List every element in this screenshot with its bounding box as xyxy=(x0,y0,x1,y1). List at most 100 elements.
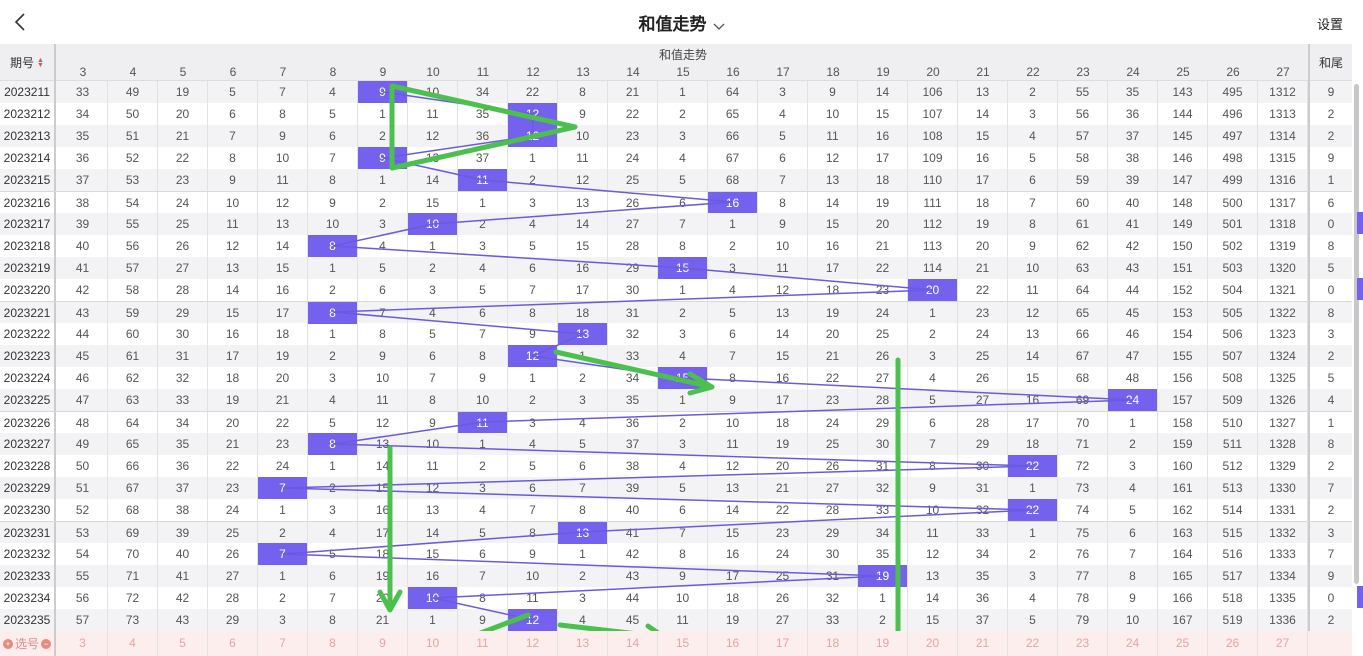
pick-number[interactable]: 6 xyxy=(208,631,258,656)
pick-number[interactable]: 26 xyxy=(1208,631,1258,656)
pick-number[interactable]: 13 xyxy=(558,631,608,656)
omission-cell: 76 xyxy=(1058,543,1108,565)
omission-cell: 166 xyxy=(1158,587,1208,609)
column-header: 4 xyxy=(129,65,137,79)
pick-number[interactable]: 3 xyxy=(58,631,108,656)
pick-number[interactable]: 25 xyxy=(1158,631,1208,656)
omission-cell: 25 xyxy=(208,522,258,544)
omission-cell: 69 xyxy=(108,522,158,544)
hit-cell: 24 xyxy=(1108,389,1158,411)
omission-cell: 27 xyxy=(858,367,908,389)
issue-header[interactable]: 期号▲▼ xyxy=(0,44,56,81)
omission-cell: 1319 xyxy=(1258,235,1308,257)
omission-cell: 58 xyxy=(1058,147,1108,169)
omission-cell: 67 xyxy=(108,477,158,499)
omission-cell: 77 xyxy=(1058,565,1108,587)
omission-cell: 1 xyxy=(458,433,508,455)
omission-cell: 42 xyxy=(158,587,208,609)
omission-cell: 4 xyxy=(358,235,408,257)
pick-number[interactable]: 9 xyxy=(358,631,408,656)
pick-number[interactable]: 8 xyxy=(308,631,358,656)
omission-cell: 7 xyxy=(658,522,708,544)
omission-cell: 5 xyxy=(358,257,408,279)
omission-cell: 63 xyxy=(1058,257,1108,279)
issue-cell: 2023215 xyxy=(0,169,56,191)
omission-cell: 14 xyxy=(358,455,408,477)
omission-cell: 20 xyxy=(808,323,858,345)
omission-cell: 64 xyxy=(108,412,158,434)
omission-cell: 6 xyxy=(358,279,408,301)
pick-number[interactable]: 16 xyxy=(708,631,758,656)
pick-number[interactable]: 17 xyxy=(758,631,808,656)
omission-cell: 2 xyxy=(1108,433,1158,455)
omission-cell: 3 xyxy=(408,279,458,301)
omission-cell: 1 xyxy=(258,499,308,521)
omission-cell: 59 xyxy=(108,302,158,324)
pick-number[interactable]: 12 xyxy=(508,631,558,656)
pick-number[interactable]: 4 xyxy=(108,631,158,656)
omission-cell: 497 xyxy=(1208,125,1258,147)
omission-cell: 20 xyxy=(208,412,258,434)
column-header: 6 xyxy=(229,65,237,79)
pick-number[interactable]: 11 xyxy=(458,631,508,656)
omission-cell: 1326 xyxy=(1258,389,1308,411)
omission-cell: 15 xyxy=(958,125,1008,147)
omission-cell: 5 xyxy=(658,477,708,499)
omission-cell: 37 xyxy=(458,147,508,169)
omission-cell: 502 xyxy=(1208,235,1258,257)
pick-number[interactable]: 24 xyxy=(1108,631,1158,656)
scrollbar[interactable] xyxy=(1354,84,1359,584)
omission-cell: 13 xyxy=(708,477,758,499)
pick-number[interactable]: 27 xyxy=(1258,631,1308,656)
plus-icon[interactable]: + xyxy=(2,638,13,649)
pick-number[interactable]: 18 xyxy=(808,631,858,656)
omission-cell: 27 xyxy=(958,389,1008,411)
omission-cell: 7 xyxy=(908,433,958,455)
back-button[interactable] xyxy=(8,8,34,36)
omission-cell: 106 xyxy=(908,81,958,103)
issue-cell: 2023214 xyxy=(0,147,56,169)
pick-number[interactable]: 21 xyxy=(958,631,1008,656)
pick-number[interactable]: 20 xyxy=(908,631,958,656)
pick-number[interactable]: 14 xyxy=(608,631,658,656)
omission-cell: 4 xyxy=(508,213,558,235)
omission-cell: 3 xyxy=(1008,565,1058,587)
omission-cell: 3 xyxy=(508,412,558,434)
pick-number[interactable]: 7 xyxy=(258,631,308,656)
omission-cell: 70 xyxy=(108,543,158,565)
pick-number[interactable]: 5 xyxy=(158,631,208,656)
omission-cell: 32 xyxy=(158,367,208,389)
omission-cell: 67 xyxy=(708,147,758,169)
tail-cell: 9 xyxy=(1308,147,1352,169)
tail-cell: 2 xyxy=(1308,125,1352,147)
omission-cell: 24 xyxy=(808,412,858,434)
omission-cell: 1321 xyxy=(1258,279,1308,301)
column-header: 17 xyxy=(776,65,790,79)
minus-icon[interactable]: − xyxy=(41,638,51,649)
page-title[interactable]: 和值走势 xyxy=(0,10,1363,36)
pick-number[interactable]: 22 xyxy=(1008,631,1058,656)
omission-cell: 41 xyxy=(608,522,658,544)
omission-cell: 1 xyxy=(308,455,358,477)
pick-number[interactable]: 10 xyxy=(408,631,458,656)
omission-cell: 8 xyxy=(408,389,458,411)
settings-button[interactable]: 设置 xyxy=(1316,17,1343,32)
pick-number[interactable]: 19 xyxy=(858,631,908,656)
omission-cell: 79 xyxy=(1058,609,1108,631)
omission-cell: 5 xyxy=(458,522,508,544)
pick-number[interactable]: 23 xyxy=(1058,631,1108,656)
omission-cell: 23 xyxy=(808,389,858,411)
hit-cell: 13 xyxy=(558,323,608,345)
omission-cell: 28 xyxy=(808,499,858,521)
omission-cell: 1313 xyxy=(1258,103,1308,125)
pick-number[interactable]: 15 xyxy=(658,631,708,656)
omission-cell: 5 xyxy=(308,103,358,125)
omission-cell: 14 xyxy=(808,192,858,214)
column-header: 21 xyxy=(976,65,990,79)
omission-cell: 495 xyxy=(1208,81,1258,103)
omission-cell: 8 xyxy=(508,302,558,324)
omission-cell: 5 xyxy=(458,279,508,301)
omission-cell: 12 xyxy=(758,279,808,301)
